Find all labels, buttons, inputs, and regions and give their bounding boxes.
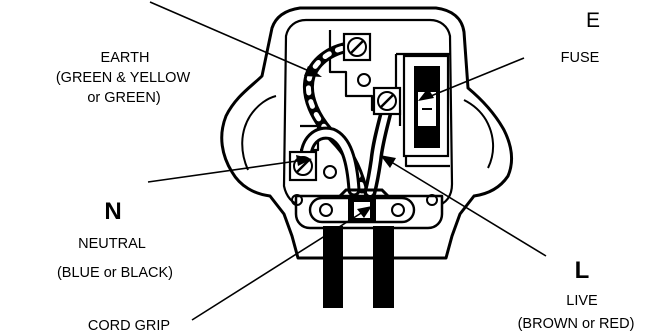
cable-sheath [338,188,390,198]
neutral-arrowhead [296,155,312,166]
plug-left-ear [241,95,277,171]
plug-right-ear [463,99,494,169]
earth-colour-label-line2: or GREEN) [87,90,160,106]
live-label: LIVE [566,293,598,309]
arrowheads [296,66,434,218]
fuse [402,54,450,158]
right-corner-hole [426,194,438,206]
live-letter: L [575,257,590,284]
right-cable-stub [373,226,394,308]
neutral-terminal [288,150,318,182]
live-wire-inner [367,101,391,195]
neutral-label: NEUTRAL [78,236,146,252]
left-corner-hole [291,194,303,206]
labels: EARTH (GREEN & YELLOW or GREEN) E FUSE N… [56,9,635,334]
leader-lines [147,1,547,321]
live-colour-label: (BROWN or RED) [518,316,635,332]
earth-letter: E [586,9,600,32]
live-terminal [372,86,402,116]
terminals [288,32,416,224]
neutral-letter: N [104,198,121,225]
neutral-terminal-hole [323,165,337,179]
neutral-leader-line [147,159,305,183]
cord-grip-leader-line [191,209,367,321]
cord-grip-arrowhead [357,206,372,218]
earth-leader-line [149,1,317,75]
earth-colour-label-line1: (GREEN & YELLOW [56,70,191,86]
left-cable-stub [323,226,343,308]
earth-terminal-hole [357,73,371,87]
neutral-colour-label: (BLUE or BLACK) [57,265,173,281]
fuse-arrowhead [418,88,434,101]
cable-stubs [323,226,394,308]
neutral-wire-inner [302,129,358,194]
earth-arrowhead [304,66,322,77]
fuse-leader-line [425,57,525,99]
fuse-label: FUSE [561,50,600,66]
live-arrowhead [380,155,396,168]
earth-terminal [342,32,372,62]
wires [299,40,395,199]
live-leader-line [387,159,547,257]
cord-grip-label: CORD GRIP [88,318,170,334]
earth-label: EARTH [101,50,150,66]
